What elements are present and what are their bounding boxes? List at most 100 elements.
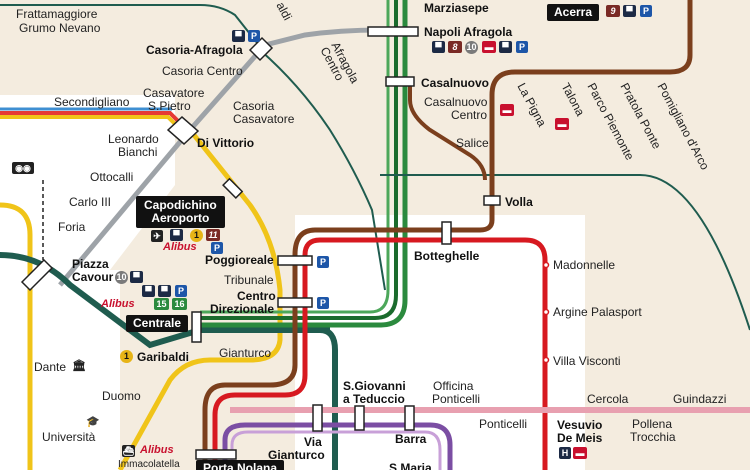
station-label-leonardo-bianchi-1[interactable]: Leonardo: [108, 132, 159, 146]
station-marker-di-vittorio[interactable]: [166, 115, 200, 146]
station-marker-napoli-afragola[interactable]: [367, 26, 419, 37]
airplane-icon: ✈: [151, 230, 163, 242]
bus-icon-afragola-2: ▀: [499, 41, 512, 53]
bus-icon-centrale-2: ▀: [158, 285, 171, 297]
line-purple: [222, 422, 453, 470]
line-16-badge: 16: [172, 298, 187, 310]
zone-white-west: [0, 95, 175, 270]
museum-icon: 🏛: [72, 360, 86, 372]
station-marker-capodichino[interactable]: [222, 177, 244, 199]
station-label-centro-direzionale-1[interactable]: Centro: [237, 289, 276, 303]
station-label-s-giovanni-1[interactable]: S.Giovanni: [343, 379, 406, 393]
station-label-casoria-casavatore-1[interactable]: Casoria: [233, 99, 275, 113]
station-label-casoria-centro[interactable]: Casoria Centro: [162, 64, 243, 78]
station-label-immacolatella[interactable]: Immacolatella: [118, 459, 180, 470]
station-label-pollena-trocchia-2[interactable]: Trocchia: [630, 430, 676, 444]
station-label-casavatore-pietro-2[interactable]: S.Pietro: [148, 99, 191, 113]
station-label-volla[interactable]: Volla: [505, 195, 533, 209]
station-marker-poggioreale[interactable]: [277, 255, 313, 266]
station-marker-via-gianturco[interactable]: [312, 404, 323, 432]
stop-madonnelle[interactable]: [542, 261, 550, 269]
station-label-casoria-casavatore-2[interactable]: Casavatore: [233, 112, 295, 126]
station-label-ponticelli[interactable]: Ponticelli: [479, 417, 528, 431]
station-label-villa-visconti[interactable]: Villa Visconti: [553, 354, 621, 368]
station-marker-porta-nolana[interactable]: [195, 449, 237, 460]
station-marker-volla[interactable]: [483, 195, 501, 206]
line-circumvesuviana-red: [212, 237, 548, 470]
parking-icon-afragola: P: [516, 41, 528, 53]
station-label-guindazzi[interactable]: Guindazzi: [673, 392, 727, 406]
line-purple-light: [230, 430, 442, 470]
station-label-salice[interactable]: Salice: [456, 136, 489, 150]
station-label-piazza-cavour-2[interactable]: Cavour: [72, 270, 114, 284]
station-label-piazza-cavour-1[interactable]: Piazza: [72, 257, 109, 271]
station-label-ottocalli[interactable]: Ottocalli: [90, 170, 134, 184]
station-label-duomo[interactable]: Duomo: [102, 389, 141, 403]
station-marker-casalnuovo[interactable]: [385, 76, 415, 87]
station-label-leonardo-bianchi-2[interactable]: Bianchi: [118, 145, 158, 159]
station-label-di-vittorio[interactable]: Di Vittorio: [197, 136, 255, 150]
station-label-capodichino[interactable]: Capodichino Aeroporto: [136, 196, 225, 228]
hospital-icon: H: [559, 447, 571, 459]
station-marker-s-giovanni[interactable]: [354, 405, 365, 431]
station-marker-centrale[interactable]: [191, 311, 202, 343]
station-label-vesuvio-de-meis-2[interactable]: De Meis: [557, 431, 603, 445]
station-label-dante[interactable]: Dante: [34, 360, 67, 374]
station-label-casalnuovo-centro-1[interactable]: Casalnuovo: [424, 95, 488, 109]
station-label-secondigliano[interactable]: Secondigliano: [54, 95, 130, 109]
station-label-gianturco[interactable]: Gianturco: [219, 346, 272, 360]
line-green-1: [200, 0, 408, 328]
station-label-casalnuovo-centro-2[interactable]: Centro: [451, 108, 488, 122]
bus-icon-cavour: ▀: [130, 271, 143, 283]
station-label-pollena-trocchia-1[interactable]: Pollena: [632, 417, 673, 431]
station-marker-casoria-afragola[interactable]: [248, 36, 274, 62]
parking-icon-acerra: P: [640, 5, 652, 17]
station-label-botteghelle[interactable]: Botteghelle: [414, 249, 480, 263]
station-marker-piazza-cavour[interactable]: [20, 258, 54, 292]
station-label-via-gianturco-1[interactable]: Via: [304, 435, 322, 449]
station-label-poggioreale[interactable]: Poggioreale: [205, 253, 274, 267]
station-label-porta-nolana[interactable]: Porta Nolana: [196, 460, 285, 470]
station-marker-botteghelle[interactable]: [441, 221, 452, 245]
station-label-tribunale[interactable]: Tribunale: [224, 273, 274, 287]
line-brown-casalnuovo: [408, 80, 487, 181]
station-label-vesuvio-de-meis-1[interactable]: Vesuvio: [557, 418, 603, 432]
station-marker-centro-direzionale[interactable]: [277, 297, 313, 308]
stop-argine-palasport[interactable]: [542, 308, 550, 316]
station-label-madonnelle[interactable]: Madonnelle: [553, 258, 616, 272]
station-label-via-gianturco-2[interactable]: Gianturco: [268, 448, 325, 462]
line-2-south: [319, 327, 338, 470]
station-label-casavatore-pietro-1[interactable]: Casavatore: [143, 86, 205, 100]
alibus-label-immacolatella: Alibus: [140, 444, 174, 456]
station-label-casoria-afragola[interactable]: Casoria-Afragola: [146, 43, 243, 57]
line-15-badge: 15: [154, 298, 169, 310]
station-label-officina-ponticelli-2[interactable]: Ponticelli: [432, 392, 481, 406]
station-label-foria[interactable]: Foria: [58, 220, 86, 234]
station-label-s-giovanni-2[interactable]: a Teduccio: [343, 392, 405, 406]
station-label-centro-direzionale-2[interactable]: Direzionale: [210, 302, 275, 316]
alibus-label-centrale: Alibus: [101, 298, 135, 310]
stop-villa-visconti[interactable]: [542, 356, 550, 364]
station-label-universita[interactable]: Università: [42, 430, 96, 444]
station-label-frattamaggiore[interactable]: Frattamaggiore: [16, 7, 98, 21]
station-label-argine-palasport[interactable]: Argine Palasport: [553, 305, 642, 319]
train-icon-vesuvio: ▬: [573, 447, 587, 459]
parking-icon-capodichino: P: [211, 242, 223, 254]
station-label-carlo-iii[interactable]: Carlo III: [69, 195, 112, 209]
tourist-bus-icon: ◉◉: [12, 162, 34, 174]
station-marker-barra[interactable]: [404, 405, 415, 431]
station-label-officina-ponticelli-1[interactable]: Officina: [433, 379, 474, 393]
station-label-s-maria[interactable]: S.Maria: [389, 461, 432, 470]
line-1-badge-garibaldi: 1: [120, 350, 133, 363]
station-label-casalnuovo[interactable]: Casalnuovo: [421, 76, 490, 90]
zone-white-east: [295, 215, 585, 470]
station-label-acerra[interactable]: Acerra: [547, 4, 600, 21]
station-label-centrale[interactable]: Centrale: [126, 315, 189, 332]
station-label-napoli-afragola[interactable]: Napoli Afragola: [424, 25, 513, 39]
station-label-barra[interactable]: Barra: [395, 432, 427, 446]
station-label-garibaldi[interactable]: Garibaldi: [137, 350, 190, 364]
station-label-marziasepe[interactable]: Marziasepe: [424, 1, 489, 15]
station-label-cercola[interactable]: Cercola: [587, 392, 629, 406]
line-10-badge-cavour: 10: [115, 271, 128, 284]
station-label-grumo-nevano[interactable]: Grumo Nevano: [19, 21, 101, 35]
